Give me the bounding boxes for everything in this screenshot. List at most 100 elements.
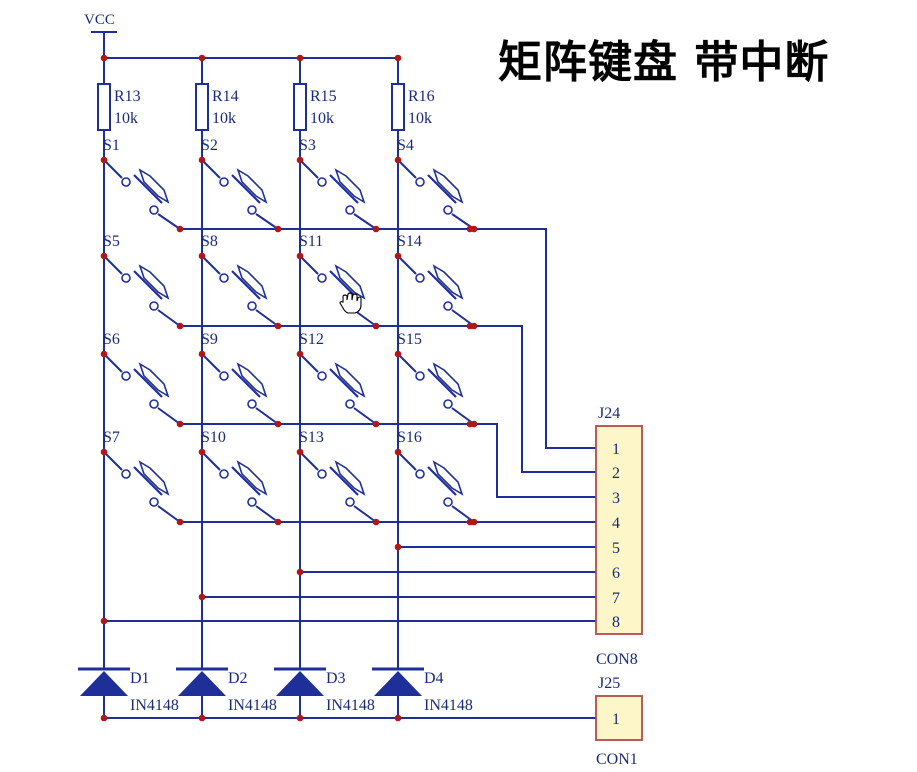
switch-label: S2 [201,137,218,154]
switch-label: S9 [201,331,218,348]
switch-lead [103,159,123,179]
connector-j24-pin: 5 [612,540,620,557]
junction-dot [198,156,206,164]
switch-actuator [432,362,464,398]
switch-actuator [334,168,366,204]
switch-blade [329,174,359,204]
switch-actuator [236,362,268,398]
switch-blade [427,368,457,398]
switch-lead [157,407,181,425]
resistor-value: 10k [114,110,138,127]
switch-blade [329,368,359,398]
switch-label: S15 [397,331,422,348]
diode-part: IN4148 [424,697,473,714]
switch-blade [329,466,359,496]
switch-contact [247,497,257,507]
switch-contact [121,273,131,283]
diode-body [276,671,324,696]
switch-label: S16 [397,429,422,446]
switch-lead [299,255,319,275]
switch-contact [443,497,453,507]
switch-lead [103,255,123,275]
junction-dot [198,252,206,260]
switch-contact [247,399,257,409]
junction-dot [198,714,206,722]
switch-contact [415,273,425,283]
junction-dot [394,448,402,456]
switch-s4 [397,159,475,230]
switch-contact [219,371,229,381]
switch-s2 [201,159,279,230]
switch-actuator [138,460,170,496]
switch-contact [345,399,355,409]
junction-dot [394,543,402,551]
diode-part: IN4148 [326,697,375,714]
junction-dot [372,420,380,428]
resistor-r16 [391,83,405,131]
resistor-ref: R16 [408,88,435,105]
switch-blade [231,368,261,398]
junction-dot [198,54,206,62]
resistor-value: 10k [310,110,334,127]
junction-dot [198,593,206,601]
junction-dot [100,54,108,62]
junction-dot [100,617,108,625]
diode-d1 [78,667,130,718]
junction-dot [198,350,206,358]
switch-s16 [397,451,475,523]
junction-dot [394,156,402,164]
switch-label: S6 [103,331,120,348]
switch-lead [299,451,319,471]
switch-contact [443,301,453,311]
switch-actuator [334,264,366,300]
switch-actuator [236,264,268,300]
junction-dot [176,420,184,428]
switch-lead [255,505,279,523]
switch-blade [133,368,163,398]
connector-j24-pin: 7 [612,590,620,607]
switch-s3 [299,159,377,230]
switch-label: S10 [201,429,226,446]
diode-body [80,671,128,696]
switch-contact [247,301,257,311]
switch-contact [219,177,229,187]
switch-s7 [103,451,181,523]
diode-d2 [176,667,228,718]
switch-lead [397,353,417,373]
junction-dot [372,225,380,233]
switch-blade [231,174,261,204]
junction-dot [274,322,282,330]
connector-j24-pin: 2 [612,465,620,482]
switch-label: S5 [103,233,120,250]
switch-contact [345,497,355,507]
switch-lead [353,407,377,425]
switch-contact [443,399,453,409]
junction-dot [372,518,380,526]
switch-s14 [397,255,475,327]
diode-ref: D2 [228,670,248,687]
switch-contact [219,469,229,479]
switch-contact [149,497,159,507]
switch-contact [415,371,425,381]
switch-contact [149,205,159,215]
junction-dot [296,252,304,260]
switch-blade [133,466,163,496]
diode-ref: D3 [326,670,346,687]
switch-lead [299,159,319,179]
switch-blade [427,466,457,496]
connector-j24-pin: 1 [612,441,620,458]
switch-contact [317,371,327,381]
switch-label: S13 [299,429,324,446]
components [78,83,643,741]
switch-s5 [103,255,181,327]
switch-lead [201,159,221,179]
switch-lead [255,407,279,425]
connector-j24-type: CON8 [596,651,638,668]
switch-contact [317,273,327,283]
junction-dot [100,714,108,722]
resistor-r15 [293,83,307,131]
junction-dot [296,156,304,164]
switch-blade [231,466,261,496]
